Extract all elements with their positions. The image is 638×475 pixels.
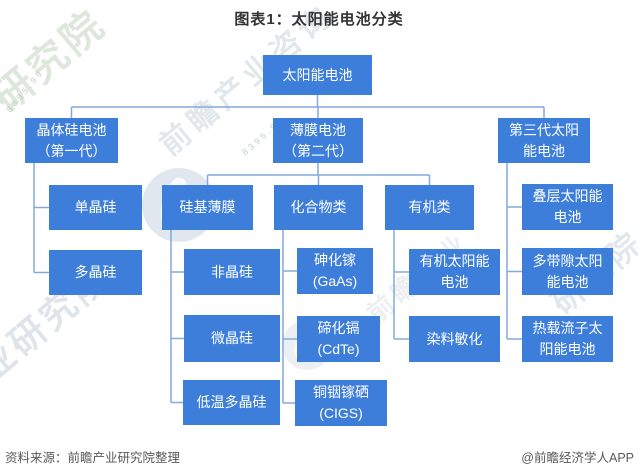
node-micro: 微晶硅 xyxy=(184,315,280,362)
watermark-text: 8395.99 xyxy=(4,66,47,115)
node-lt_poly: 低温多晶硅 xyxy=(183,380,280,425)
node-organic: 有机类 xyxy=(385,185,474,230)
node-cdte: 碲化镉(CdTe) xyxy=(297,316,380,362)
node-gen2: 薄膜电池（第二代） xyxy=(273,118,363,163)
node-tandem: 叠层太阳能电池 xyxy=(522,184,613,230)
node-amorphous: 非晶硅 xyxy=(184,249,280,295)
node-root: 太阳能电池 xyxy=(263,55,372,95)
node-compound: 化合物类 xyxy=(274,185,363,230)
node-gaas: 砷化镓(GaAs) xyxy=(297,248,373,294)
node-org_cell: 有机太阳能电池 xyxy=(409,249,500,295)
node-multiband: 多带隙太阳能电池 xyxy=(522,248,613,295)
credit-note: @前瞻经济学人APP xyxy=(521,451,634,465)
node-mono: 单晶硅 xyxy=(49,185,142,230)
page-title: 图表1：太阳能电池分类 xyxy=(234,11,404,28)
node-poly: 多晶硅 xyxy=(49,250,142,295)
source-note: 资料来源：前瞻产业研究院整理 xyxy=(5,451,181,465)
node-gen1: 晶体硅电池（第一代） xyxy=(25,118,118,163)
node-si_film: 硅基薄膜 xyxy=(162,185,253,230)
node-dye: 染料敏化 xyxy=(409,316,500,362)
node-gen3: 第三代太阳能电池 xyxy=(498,118,590,163)
node-hot: 热载流子太阳能电池 xyxy=(522,316,613,362)
node-cigs: 铜铟镓硒(CIGS) xyxy=(295,380,387,426)
